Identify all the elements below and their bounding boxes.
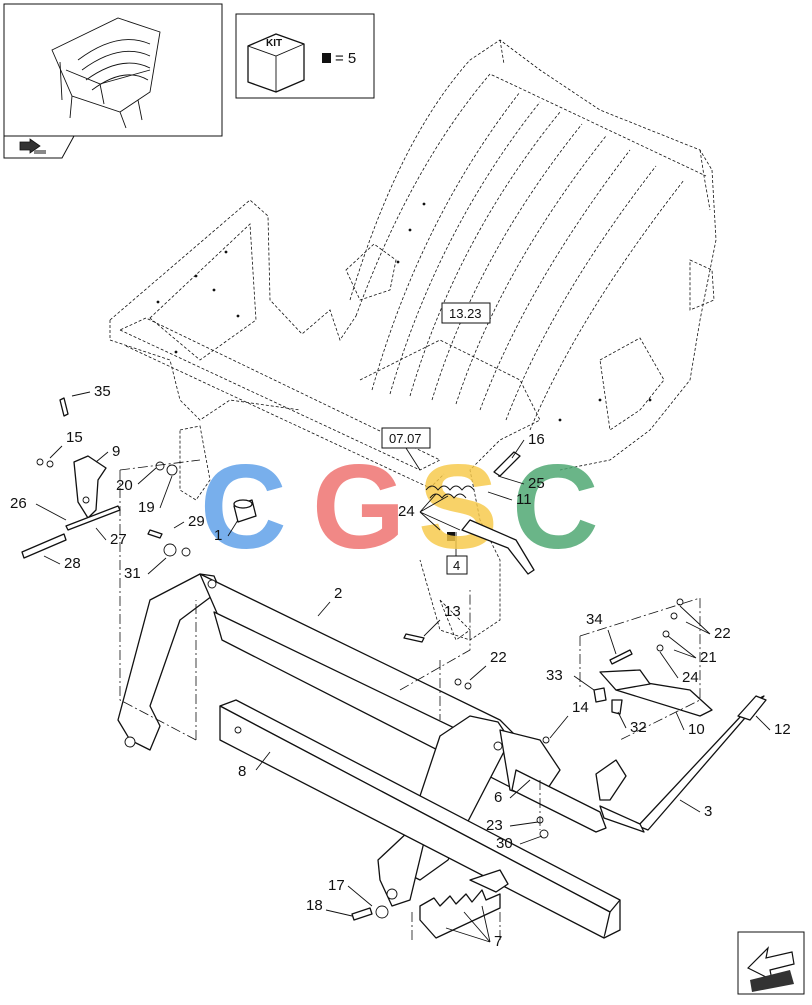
callout-label: 17 xyxy=(328,877,345,894)
svg-text:13.23: 13.23 xyxy=(449,306,482,321)
callout-label: 25 xyxy=(528,475,545,492)
ref-box-07-07[interactable]: 07.07 xyxy=(381,427,431,471)
callout-label: 2 xyxy=(334,585,342,602)
callout-label: 29 xyxy=(188,513,205,530)
callout-label: 15 xyxy=(66,429,83,446)
callout-label: 35 xyxy=(94,383,111,400)
svg-text:4: 4 xyxy=(453,558,460,573)
arrow-back-icon[interactable] xyxy=(19,138,46,154)
callout-label: 10 xyxy=(688,721,705,738)
watermark-letter-s: S xyxy=(418,440,498,574)
callout-label: 11 xyxy=(516,491,532,508)
frame-structure xyxy=(109,39,717,641)
callouts: 35 15 9 20 19 26 29 27 1 28 31 16 25 11 … xyxy=(10,383,791,950)
callout-label: 26 xyxy=(10,495,27,512)
callout-label: 31 xyxy=(124,565,141,582)
alignment-lines xyxy=(119,459,701,940)
ref-box-13-23[interactable]: 13.23 xyxy=(441,302,491,324)
callout-label: 22 xyxy=(490,649,507,666)
kit-quantity: = 5 xyxy=(335,50,356,67)
callout-label: 8 xyxy=(238,763,246,780)
overview-machine-sketch xyxy=(51,17,161,129)
arrow-next-icon[interactable] xyxy=(737,931,805,995)
callout-label: 20 xyxy=(116,477,133,494)
part-arm[interactable] xyxy=(73,455,107,519)
callout-label: 16 xyxy=(528,431,545,448)
callout-label: 18 xyxy=(306,897,323,914)
ref-box-4[interactable]: 4 xyxy=(446,532,468,575)
part-rod-28[interactable] xyxy=(21,533,67,559)
callout-label: 27 xyxy=(110,531,127,548)
callout-label: 23 xyxy=(486,817,503,834)
part-cylinder-4[interactable] xyxy=(461,519,535,575)
part-long-bar[interactable] xyxy=(219,699,621,939)
callout-label: 9 xyxy=(112,443,120,460)
callout-label: 13 xyxy=(444,603,461,620)
callout-label: 24 xyxy=(398,503,415,520)
kit-box: KIT = 5 xyxy=(235,13,375,99)
part-pin-16[interactable] xyxy=(493,451,521,477)
part-handle-rod[interactable] xyxy=(595,695,767,833)
callout-label: 6 xyxy=(494,789,502,806)
callout-label: 22 xyxy=(714,625,731,642)
watermark-letter-c2: C xyxy=(512,440,599,574)
callout-label: 33 xyxy=(546,667,563,684)
svg-text:07.07: 07.07 xyxy=(389,431,422,446)
callout-label: 12 xyxy=(774,721,791,738)
part-bracket[interactable] xyxy=(599,669,713,717)
kit-symbol-icon xyxy=(322,53,331,63)
kit-marker-icon xyxy=(447,532,455,541)
callout-label: 34 xyxy=(586,611,603,628)
watermark-letter-g: G xyxy=(312,440,405,574)
part-pin[interactable] xyxy=(233,499,257,523)
watermark: C G S C xyxy=(200,440,599,574)
part-plates[interactable] xyxy=(419,869,509,939)
kit-label: KIT xyxy=(266,38,282,49)
callout-label: 1 xyxy=(214,527,222,544)
callout-label: 28 xyxy=(64,555,81,572)
callout-label: 21 xyxy=(700,649,717,666)
overview-thumbnail[interactable] xyxy=(3,3,223,159)
fasteners[interactable] xyxy=(36,397,684,921)
callout-label: 19 xyxy=(138,499,155,516)
callout-label: 32 xyxy=(630,719,647,736)
callout-label: 3 xyxy=(704,803,712,820)
callout-label: 24 xyxy=(682,669,699,686)
callout-label: 30 xyxy=(496,835,513,852)
callout-label: 7 xyxy=(494,933,502,950)
callout-label: 14 xyxy=(572,699,589,716)
